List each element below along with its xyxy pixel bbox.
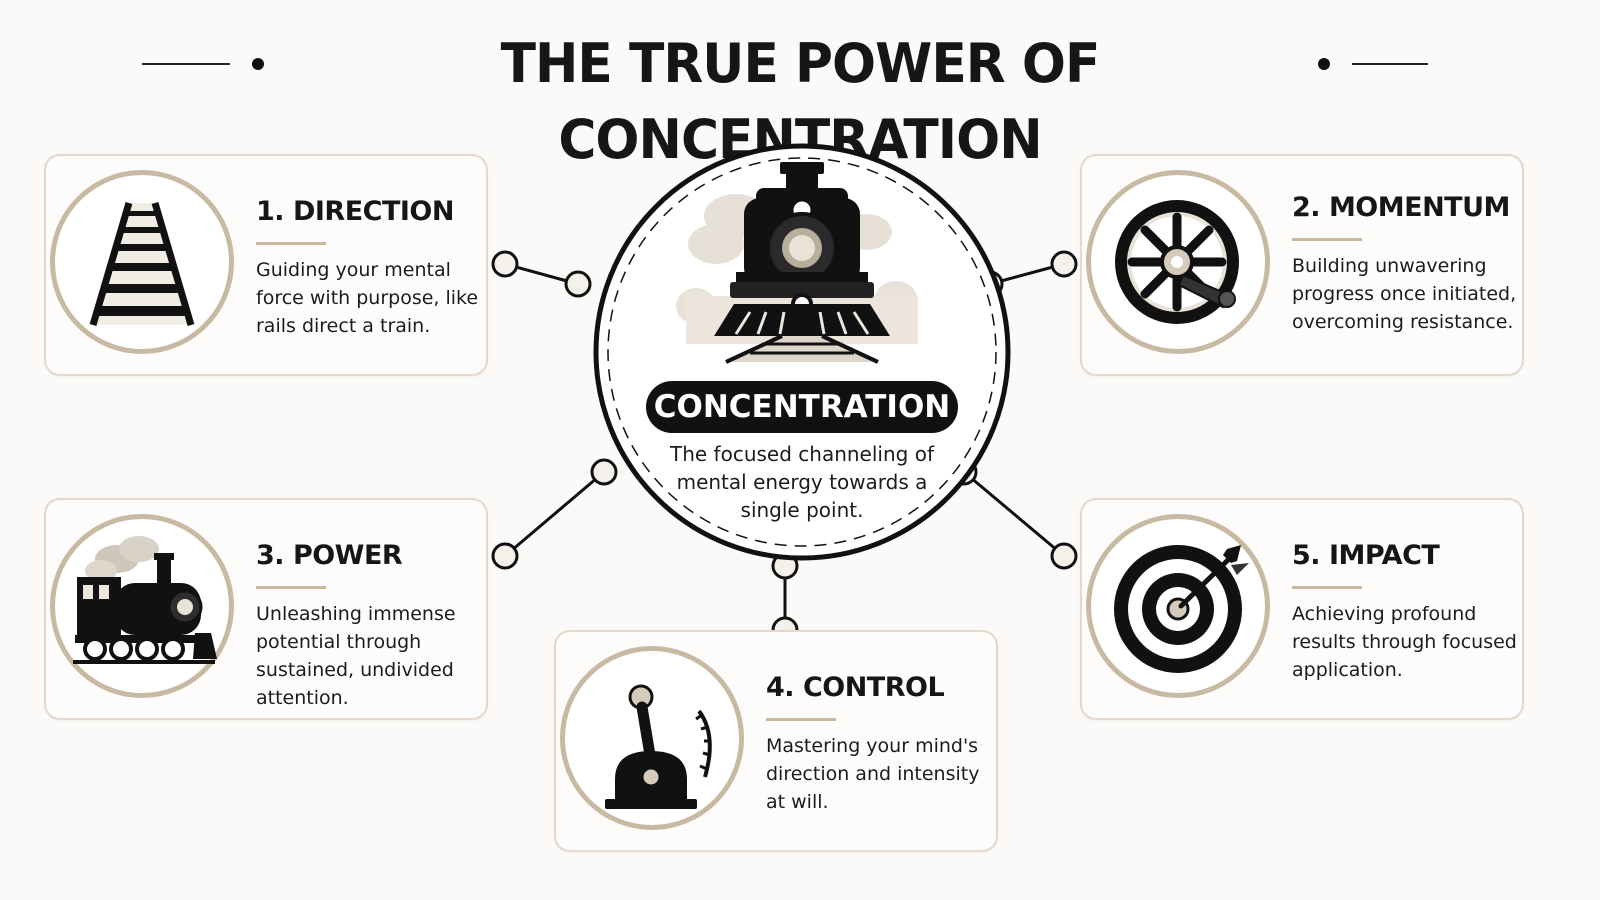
hub-circle — [593, 143, 1011, 561]
card-power: 3. POWER Unleashing immense potential th… — [44, 498, 488, 720]
card-control-description: Mastering your mind's direction and inte… — [766, 735, 980, 813]
node-direction-outer — [491, 250, 519, 278]
card-momentum-rule — [1292, 238, 1362, 241]
card-control-title: 4. CONTROL — [766, 672, 945, 703]
card-impact: 5. IMPACT Achieving profound results thr… — [1080, 498, 1524, 720]
card-power-rule — [256, 586, 326, 589]
node-direction-inner — [564, 270, 592, 298]
card-control-rule — [766, 718, 836, 721]
card-direction-description: Guiding your mental force with purpose, … — [256, 259, 479, 337]
connector-impact — [963, 470, 1065, 558]
target-arrow-icon — [1086, 514, 1270, 698]
node-power-outer — [491, 542, 519, 570]
card-impact-description: Achieving profound results through focus… — [1292, 603, 1517, 681]
connector-power — [504, 470, 605, 558]
hub-label: CONCENTRATION — [646, 381, 958, 433]
title-bar: THE TRUE POWER OF CONCENTRATION — [0, 22, 1600, 171]
card-momentum-title: 2. MOMENTUM — [1292, 192, 1510, 223]
card-direction: 1. DIRECTION Guiding your mental force w… — [44, 154, 488, 376]
card-impact-rule — [1292, 586, 1362, 589]
node-impact-outer — [1050, 542, 1078, 570]
railroad-track-icon — [50, 170, 234, 354]
card-direction-title: 1. DIRECTION — [256, 196, 454, 227]
card-momentum-description: Building unwavering progress once initia… — [1292, 255, 1517, 333]
card-momentum: 2. MOMENTUM Building unwavering progress… — [1080, 154, 1524, 376]
title-left-dot — [252, 58, 264, 70]
title-left-rule — [142, 63, 230, 65]
train-wheel-icon — [1086, 170, 1270, 354]
title-right-rule — [1352, 63, 1428, 65]
card-power-title: 3. POWER — [256, 540, 403, 571]
title-right-dot — [1318, 58, 1330, 70]
card-control: 4. CONTROL Mastering your mind's directi… — [554, 630, 998, 852]
card-impact-title: 5. IMPACT — [1292, 540, 1440, 571]
hub-description: The focused channeling of mental energy … — [670, 442, 934, 522]
locomotive-front-icon — [676, 162, 918, 364]
throttle-lever-icon — [560, 646, 744, 830]
node-power-inner — [590, 458, 618, 486]
page-title: THE TRUE POWER OF CONCENTRATION — [500, 32, 1101, 171]
steam-locomotive-icon — [50, 514, 234, 698]
card-power-description: Unleashing immense potential through sus… — [256, 603, 456, 709]
node-momentum-outer — [1050, 250, 1078, 278]
card-direction-rule — [256, 242, 326, 245]
